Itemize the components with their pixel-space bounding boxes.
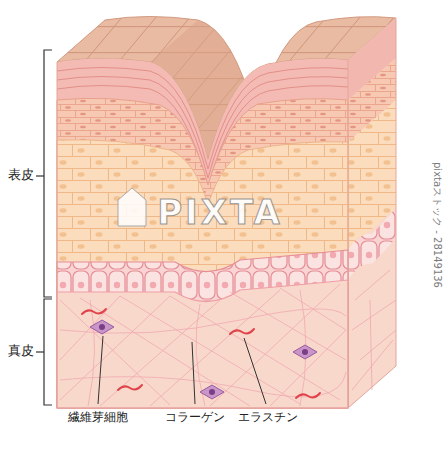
part-label: コラーゲン — [165, 410, 225, 424]
part-label: エラスチン — [238, 410, 298, 424]
part-label: 繊維芽細胞 — [68, 410, 128, 424]
layer-label: 表皮 — [8, 167, 34, 183]
watermark: PIXTA — [157, 192, 283, 233]
layer-label: 真皮 — [8, 343, 34, 359]
watermark-id: pixtaストック - 28149136 — [431, 162, 443, 288]
